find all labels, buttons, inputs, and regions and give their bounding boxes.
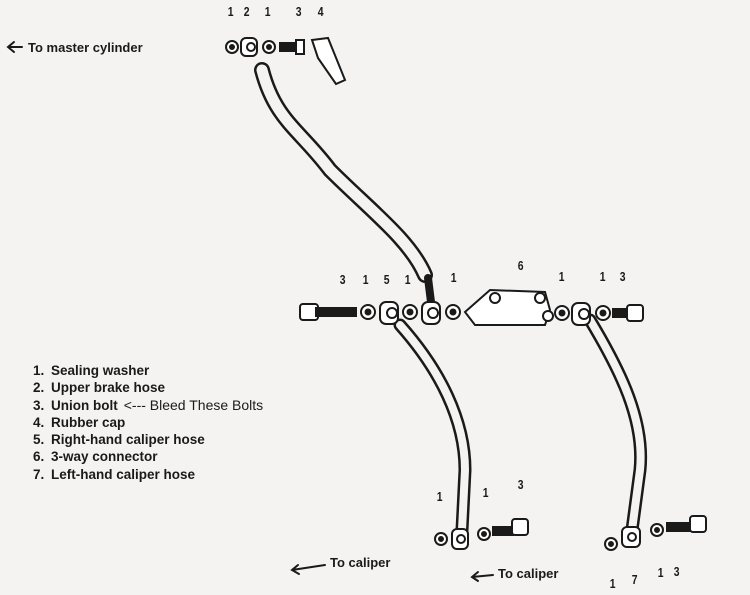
legend-item: 1.Sealing washer xyxy=(33,363,150,378)
legend-item: 5.Right-hand caliper hose xyxy=(33,432,205,448)
callout: 1 xyxy=(599,269,606,284)
callout: 1 xyxy=(657,565,664,580)
to-master-cylinder-label: To master cylinder xyxy=(28,40,143,55)
arrow-caliper-left xyxy=(290,564,326,575)
callout: 1 xyxy=(482,485,489,500)
callout: 7 xyxy=(631,572,638,587)
rubber-cap xyxy=(310,36,347,86)
callout: 1 xyxy=(558,269,565,284)
callout: 1 xyxy=(436,489,443,504)
arrow-master xyxy=(6,41,23,53)
legend-item: 7.Left-hand caliper hose xyxy=(33,466,196,482)
callout: 1 xyxy=(227,4,234,19)
callout: 6 xyxy=(517,258,524,273)
callout: 1 xyxy=(404,272,411,287)
callout: 5 xyxy=(383,272,390,287)
callout: 3 xyxy=(295,4,302,19)
callout: 1 xyxy=(450,270,457,285)
callout: 3 xyxy=(673,564,680,579)
callout: 1 xyxy=(609,576,616,591)
legend-item: 4.Rubber cap xyxy=(33,414,126,430)
callout: 3 xyxy=(517,477,524,492)
callout: 3 xyxy=(339,272,346,287)
legend-item: 3.Union bolt<--- Bleed These Bolts xyxy=(33,396,264,413)
callout: 1 xyxy=(362,272,369,287)
callout: 2 xyxy=(243,4,250,19)
legend-item: 2.Upper brake hose xyxy=(33,380,166,396)
to-caliper-label-right: To caliper xyxy=(498,566,559,581)
legend-item: 6.3-way connector xyxy=(33,449,158,465)
bleed-note: <--- Bleed These Bolts xyxy=(123,396,264,413)
callout: 1 xyxy=(264,4,271,19)
callout: 4 xyxy=(317,4,324,19)
union-bolt xyxy=(666,522,692,532)
parts-legend: 1.Sealing washer 2.Upper brake hose 3.Un… xyxy=(33,362,263,483)
callout: 3 xyxy=(619,269,626,284)
union-bolt xyxy=(492,526,514,536)
arrow-caliper-right xyxy=(470,571,494,582)
three-way-connector xyxy=(463,288,552,326)
to-caliper-label-left: To caliper xyxy=(330,555,391,570)
